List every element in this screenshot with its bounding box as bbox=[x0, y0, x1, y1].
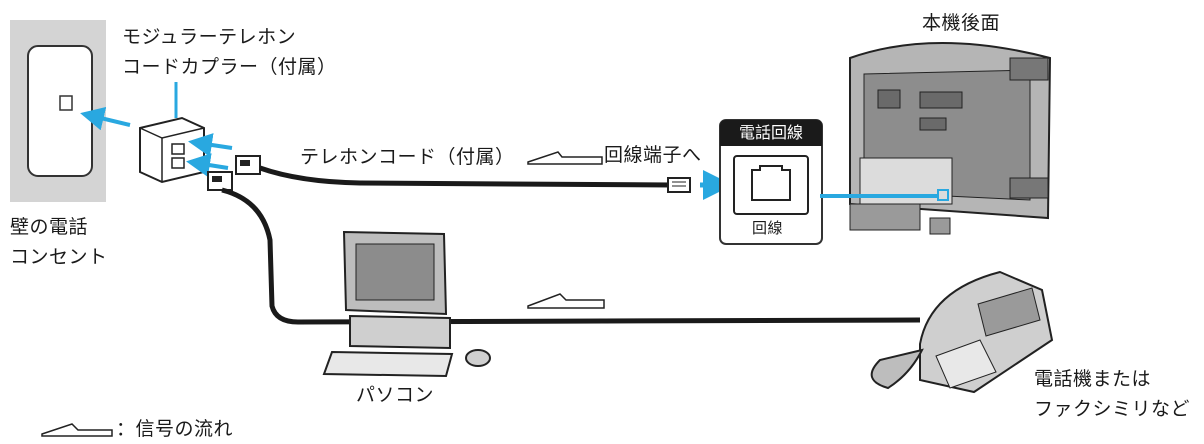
arrow-to-wall bbox=[80, 106, 131, 131]
phone-label-line1: 電話機または bbox=[1034, 368, 1152, 390]
wall-outlet bbox=[10, 20, 106, 202]
phone-label-line2: ファクシミリなど bbox=[1034, 398, 1191, 420]
legend-label: ：信号の流れ bbox=[116, 418, 234, 440]
plug-tv-end bbox=[667, 177, 691, 193]
computer bbox=[322, 230, 491, 378]
flow-arrow-legend bbox=[41, 423, 113, 437]
wall-outlet-label-line1: 壁の電話 bbox=[10, 216, 89, 238]
plug-lower bbox=[207, 171, 233, 191]
wall-outlet-label-line2: コンセント bbox=[10, 246, 108, 268]
plug-upper bbox=[235, 155, 261, 175]
panel-caption: 回線 bbox=[752, 219, 784, 237]
tv-rear bbox=[849, 42, 1052, 235]
rear-label: 本機後面 bbox=[922, 12, 1001, 34]
panel-header: 電話回線 bbox=[720, 120, 822, 146]
flow-arrow-upper bbox=[527, 151, 603, 165]
tv-line-jack bbox=[937, 189, 949, 201]
flow-arrow-lower bbox=[527, 293, 605, 309]
cable-to-tv bbox=[259, 165, 673, 188]
pc-label: パソコン bbox=[356, 384, 435, 406]
line-terminal-label: 回線端子へ bbox=[604, 144, 702, 166]
coupler-adapter bbox=[139, 116, 205, 184]
arrow-to-coupler-upper bbox=[188, 133, 233, 157]
line-terminal-panel bbox=[719, 119, 823, 245]
telephone bbox=[870, 270, 1054, 394]
coupler-label-line1: モジュラーテレホン bbox=[122, 26, 297, 48]
arrow-to-coupler-lower bbox=[186, 153, 229, 177]
cable-to-phone bbox=[221, 187, 921, 325]
coupler-label-line2: コードカプラー（付属） bbox=[122, 56, 337, 78]
phone-cord-label: テレホンコード（付属） bbox=[300, 146, 515, 168]
